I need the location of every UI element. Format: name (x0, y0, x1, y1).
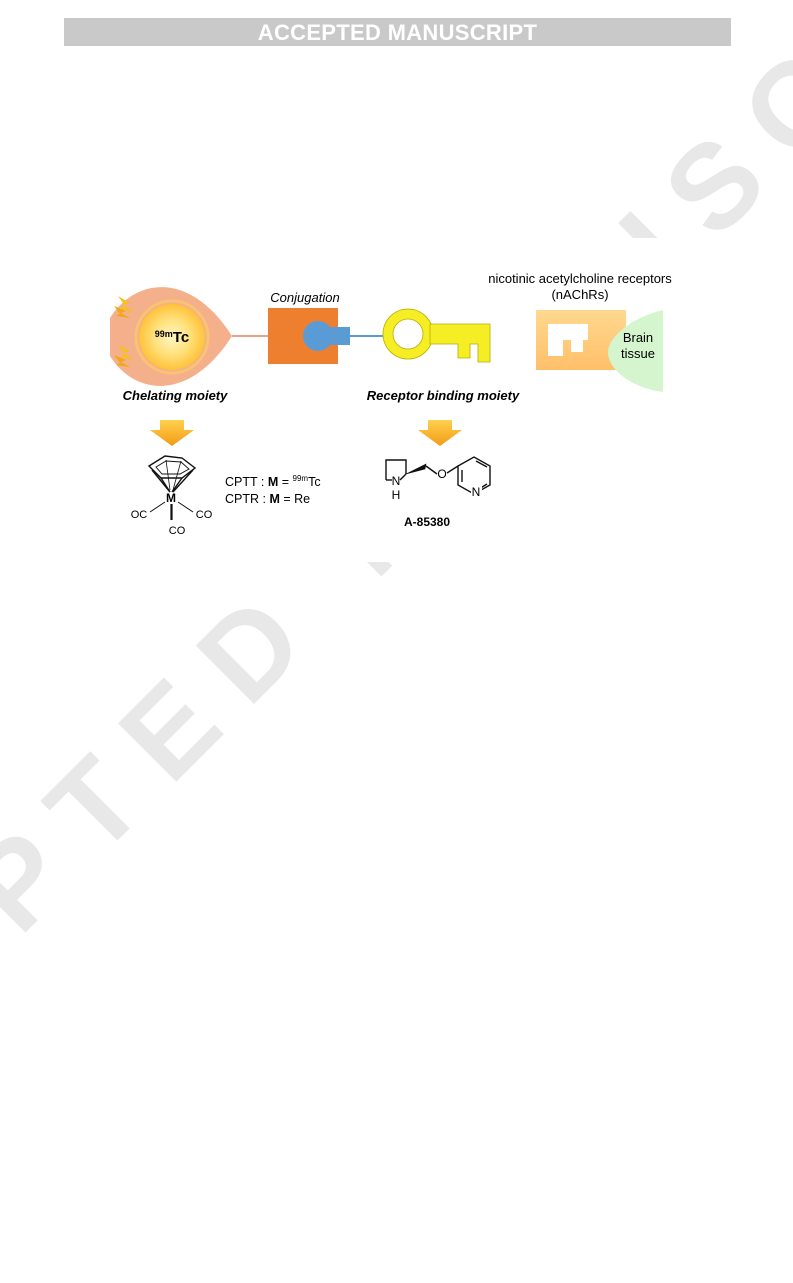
cptt-symbol: Tc (308, 475, 321, 489)
cptr-definition: CPTR : M = Re (225, 492, 310, 506)
metal-label: M (166, 491, 176, 505)
down-arrow-icon (150, 420, 194, 446)
down-arrow-icon (418, 420, 462, 446)
co-bottom-label: CO (169, 525, 186, 537)
conjugation-stem (320, 327, 350, 345)
brain-label-line1: Brain (623, 330, 653, 345)
lightning-icon (114, 355, 130, 367)
lightning-icon (114, 306, 130, 318)
brain-tissue-shape (608, 310, 663, 392)
cptt-mass-number: 99m (293, 474, 309, 483)
compound-name: A-85380 (404, 515, 450, 529)
tc-glow (139, 304, 205, 370)
a85380-structure (385, 456, 491, 495)
accepted-manuscript-banner: ACCEPTED MANUSCRIPT (64, 18, 731, 46)
conjugation-graphic: Conjugation (268, 290, 350, 364)
receptor-label-line2: (nAChRs) (551, 287, 608, 302)
receptor-binding-moiety-label: Receptor binding moiety (367, 388, 520, 403)
co-left-label: OC (131, 509, 148, 521)
chelator-graphic: 99mTc (110, 287, 232, 386)
cptt-equals: = (278, 475, 292, 489)
tc-symbol: Tc (173, 329, 189, 346)
ether-oxygen-label: O (437, 467, 446, 481)
chelating-moiety-label: Chelating moiety (123, 388, 229, 403)
receptor-graphic: nicotinic acetylcholine receptors (nAChR… (488, 271, 672, 392)
cptr-metal: M (269, 492, 279, 506)
tc-mass-number: 99m (155, 329, 173, 339)
receptor-block (536, 310, 626, 370)
pyridine-n-label: N (472, 485, 481, 499)
graphical-abstract-figure: 99mTc Conjugation nicotinic acetylcholin… (110, 271, 672, 537)
key-icon (382, 308, 491, 363)
receptor-label-line1: nicotinic acetylcholine receptors (488, 271, 672, 286)
cptt-metal: M (268, 475, 278, 489)
cptr-prefix: CPTR : (225, 492, 269, 506)
svg-text:99mTc: 99mTc (155, 329, 189, 346)
lightning-icon (118, 296, 134, 313)
brain-label-line2: tissue (621, 346, 655, 361)
figure-background (95, 238, 685, 562)
conjugation-label: Conjugation (270, 290, 339, 305)
cptt-definition: CPTT : M = 99mTc (225, 474, 321, 489)
cptr-equals: = Re (280, 492, 310, 506)
co-right-label: CO (196, 509, 213, 521)
azetidine-h-label: H (392, 488, 401, 502)
lightning-icon (118, 345, 134, 361)
azetidine-n-label: N (392, 474, 401, 488)
cyclopentadienyl-tricarbonyl-structure (147, 455, 197, 520)
cptt-prefix: CPTT : (225, 475, 268, 489)
